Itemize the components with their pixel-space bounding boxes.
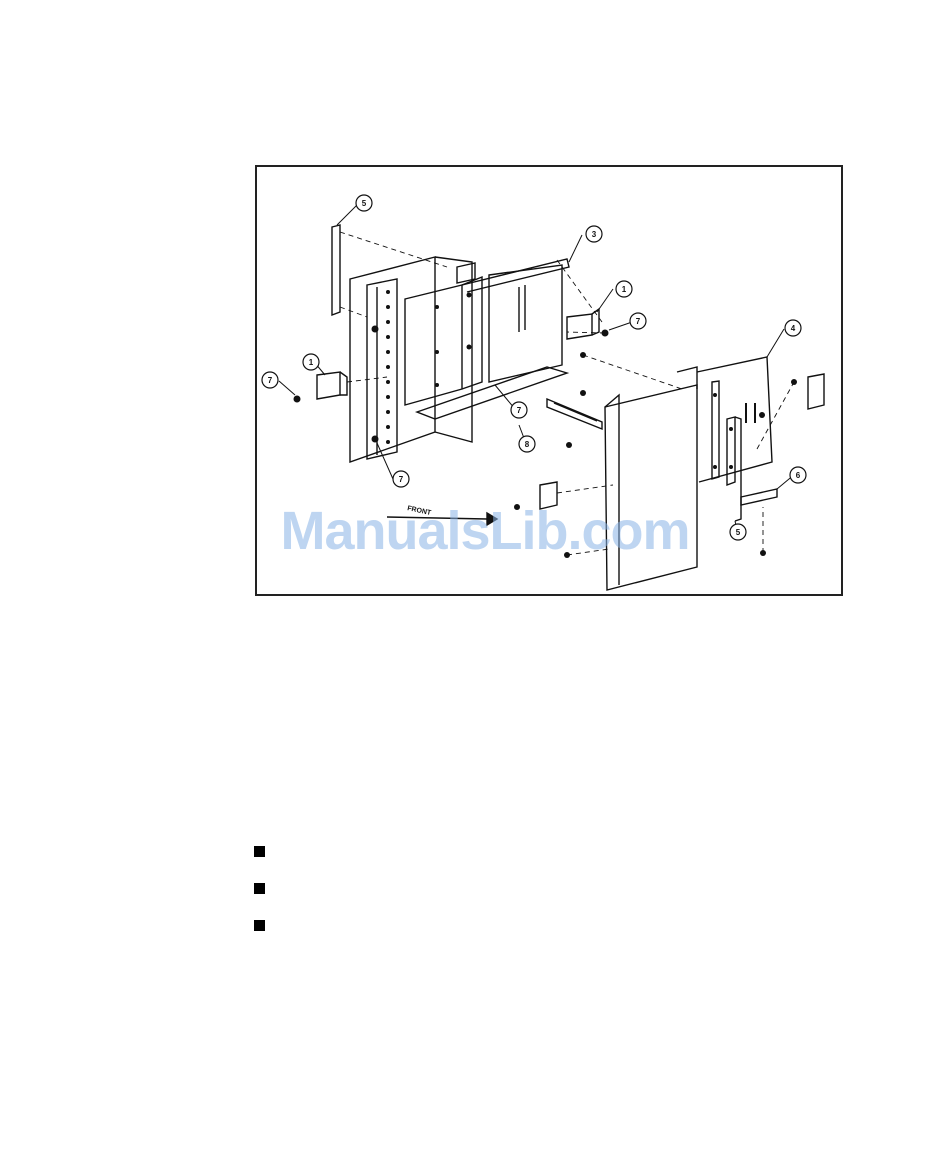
callout-label: 4 (791, 324, 796, 333)
callout-label: 7 (399, 475, 404, 484)
callout-label: 7 (517, 406, 522, 415)
callout-label: 6 (796, 471, 801, 480)
bullet-marker (254, 883, 265, 894)
watermark: ManualsLib.com (265, 500, 705, 562)
callout-label: 5 (736, 528, 741, 537)
callout-label: 3 (592, 230, 597, 239)
bullet-list (254, 846, 265, 957)
bullet-marker (254, 846, 265, 857)
callout-label: 5 (362, 199, 367, 208)
bullet-marker (254, 920, 265, 931)
callout-label: 1 (622, 285, 627, 294)
callout-label: 8 (525, 440, 530, 449)
callout-label: 7 (268, 376, 273, 385)
callout-label: 7 (636, 317, 641, 326)
callout-label: 1 (309, 358, 314, 367)
